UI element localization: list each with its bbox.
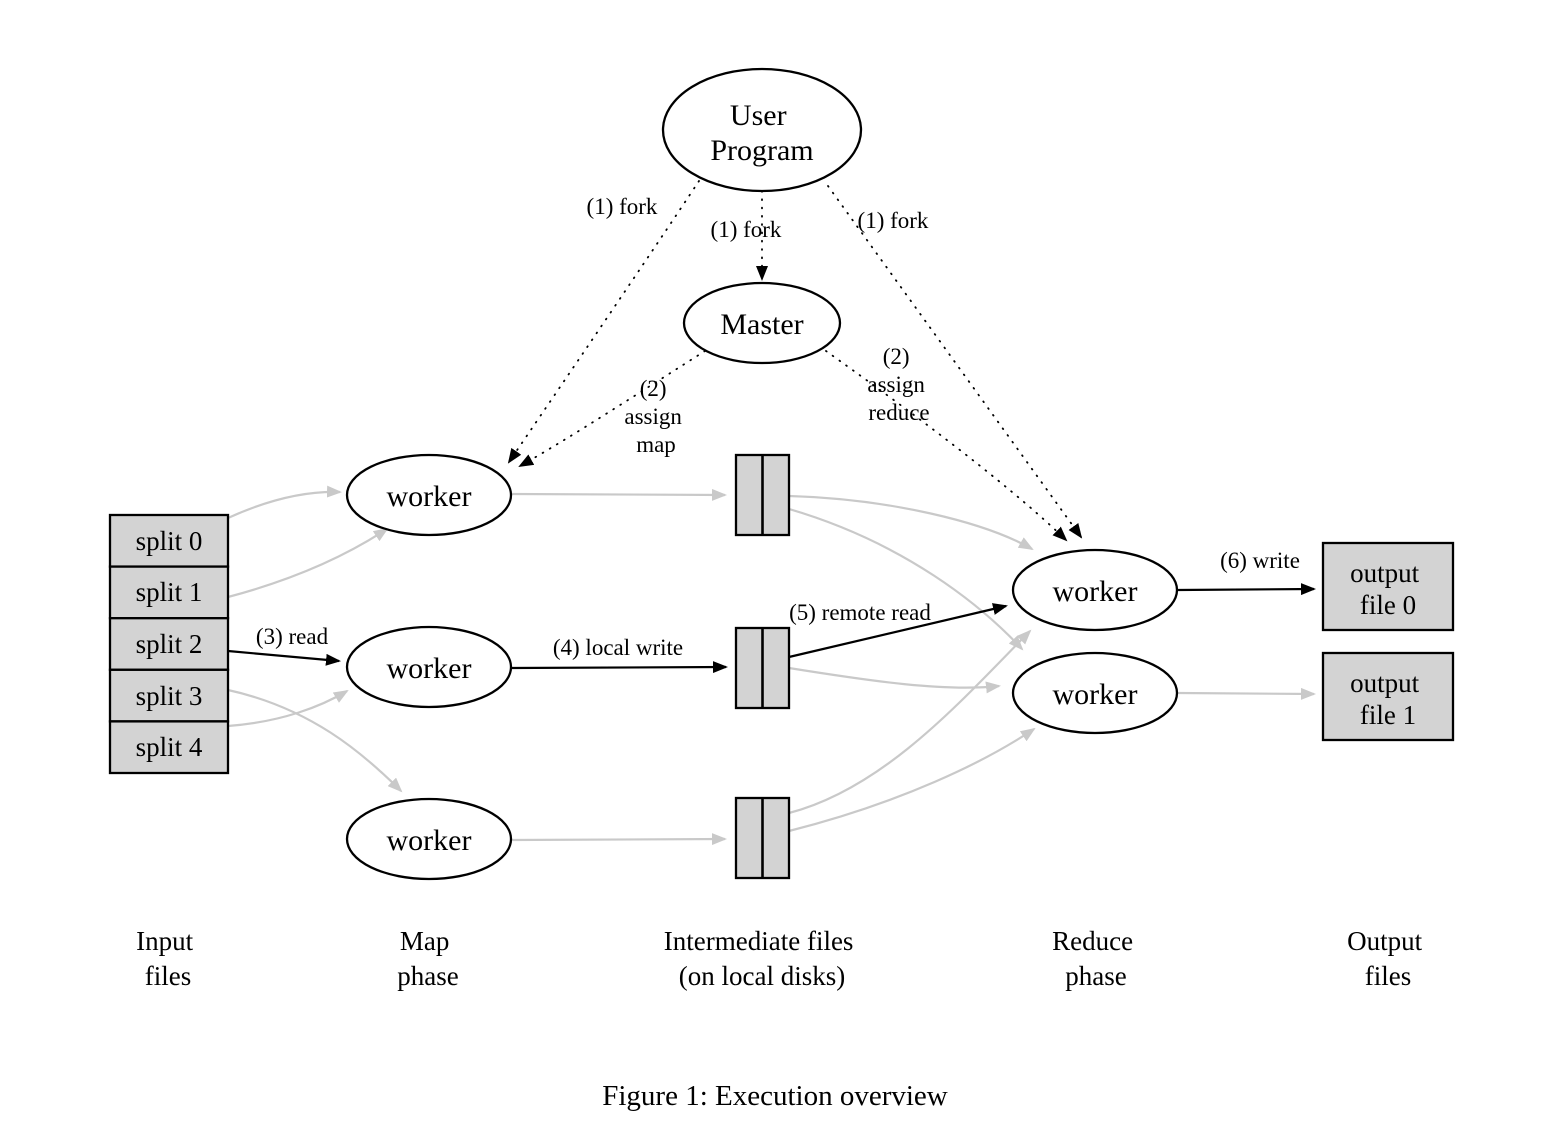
intermediate-files xyxy=(734,453,791,880)
edge-fork-user-program-to-reduce-worker1 xyxy=(827,185,1083,539)
edge-assign-reduce-master-to-reduce-worker1 xyxy=(825,350,1068,542)
label-fork-left: (1) fork xyxy=(587,194,658,219)
split-box-3 xyxy=(108,668,230,723)
split-box-0-label: split 0 xyxy=(136,526,203,556)
input-split-stack: split 0 split 1 split 2 split 3 split 4 xyxy=(108,513,230,775)
node-reduce-worker-2 xyxy=(1011,651,1179,735)
intermediate-file-1 xyxy=(734,453,791,537)
gray-edges xyxy=(227,485,1316,846)
node-map-worker-1-label: worker xyxy=(387,480,472,513)
edge-local-write-map-worker2-to-intermediate2 xyxy=(510,661,728,674)
node-reduce-worker-1-label: worker xyxy=(1053,575,1138,608)
output-file-0-box xyxy=(1321,541,1455,632)
node-map-worker-3 xyxy=(345,797,513,881)
label-fork-center: (1) fork xyxy=(711,217,782,242)
figure-caption: Figure 1: Execution overview xyxy=(602,1080,948,1112)
column-label-map-phase: Map phase xyxy=(397,926,458,991)
label-assign-reduce: (2) assign reduce xyxy=(867,344,930,425)
dotted-edges xyxy=(507,180,1083,542)
intermediate-file-3 xyxy=(734,796,791,880)
node-reduce-worker-2-label: worker xyxy=(1053,678,1138,711)
edge-split4-to-map-worker2 xyxy=(227,689,349,728)
output-files: output file 0 output file 1 xyxy=(1321,541,1455,742)
edge-split1-to-map-worker1 xyxy=(227,527,389,599)
split-box-4-label: split 4 xyxy=(136,732,203,762)
label-local-write: (4) local write xyxy=(553,635,683,660)
node-master-label: Master xyxy=(720,308,803,341)
edge-intermediate3-to-reduce-worker1 xyxy=(788,629,1032,815)
output-file-1-box xyxy=(1321,651,1455,742)
column-labels: Input files Map phase Intermediate files… xyxy=(136,926,1429,991)
label-remote-read: (5) remote read xyxy=(789,600,931,625)
edge-split3-to-map-worker3 xyxy=(227,688,403,793)
edge-intermediate3-to-reduce-worker2 xyxy=(788,727,1036,833)
edge-remote-read-intermediate2-to-reduce-worker1 xyxy=(788,603,1008,659)
output-file-1-label: output file 1 xyxy=(1350,668,1426,730)
edge-labels: (1) fork (1) fork (1) fork (2) assign ma… xyxy=(256,194,1300,660)
node-reduce-worker-1 xyxy=(1011,548,1179,632)
node-user-program-label: User Program xyxy=(710,99,813,167)
node-master xyxy=(682,281,842,365)
split-box-3-label: split 3 xyxy=(136,681,203,711)
output-file-0-label: output file 0 xyxy=(1350,558,1426,620)
edge-assign-map-master-to-map-worker1 xyxy=(518,350,706,467)
edge-map-worker3-to-intermediate3 xyxy=(510,833,727,846)
edge-split0-to-map-worker1 xyxy=(227,485,342,520)
node-map-worker-2-label: worker xyxy=(387,652,472,685)
edge-intermediate1-to-reduce-worker2 xyxy=(788,507,1024,651)
column-label-intermediate-files: Intermediate files (on local disks) xyxy=(664,926,860,991)
label-read: (3) read xyxy=(256,624,329,649)
edge-reduce-worker2-to-output-file1 xyxy=(1177,687,1316,700)
split-box-1 xyxy=(108,565,230,620)
node-user-program xyxy=(661,67,863,193)
edge-read-split2-to-map-worker2 xyxy=(227,649,341,666)
split-box-2-label: split 2 xyxy=(136,629,203,659)
edge-intermediate1-to-reduce-worker1 xyxy=(788,494,1034,550)
label-write: (6) write xyxy=(1220,548,1300,573)
label-fork-right: (1) fork xyxy=(858,208,929,233)
node-map-worker-2 xyxy=(345,625,513,709)
intermediate-file-2 xyxy=(734,626,791,710)
edge-intermediate2-to-reduce-worker2 xyxy=(788,666,1001,694)
edge-write-reduce-worker1-to-output-file0 xyxy=(1177,583,1316,596)
split-box-2 xyxy=(108,617,230,671)
edge-map-worker1-to-intermediate1 xyxy=(510,488,727,501)
black-edges xyxy=(227,583,1316,674)
node-map-worker-1 xyxy=(345,453,513,537)
node-map-worker-3-label: worker xyxy=(387,824,472,857)
column-label-reduce-phase: Reduce phase xyxy=(1052,926,1140,991)
column-label-input-files: Input files xyxy=(136,926,200,991)
column-label-output-files: Output files xyxy=(1347,926,1429,991)
split-box-1-label: split 1 xyxy=(136,577,203,607)
nodes: User Program Master worker worker worker… xyxy=(345,67,1179,881)
label-assign-map: (2) assign map xyxy=(624,376,687,457)
split-box-0 xyxy=(108,513,230,568)
split-box-4 xyxy=(108,720,230,775)
